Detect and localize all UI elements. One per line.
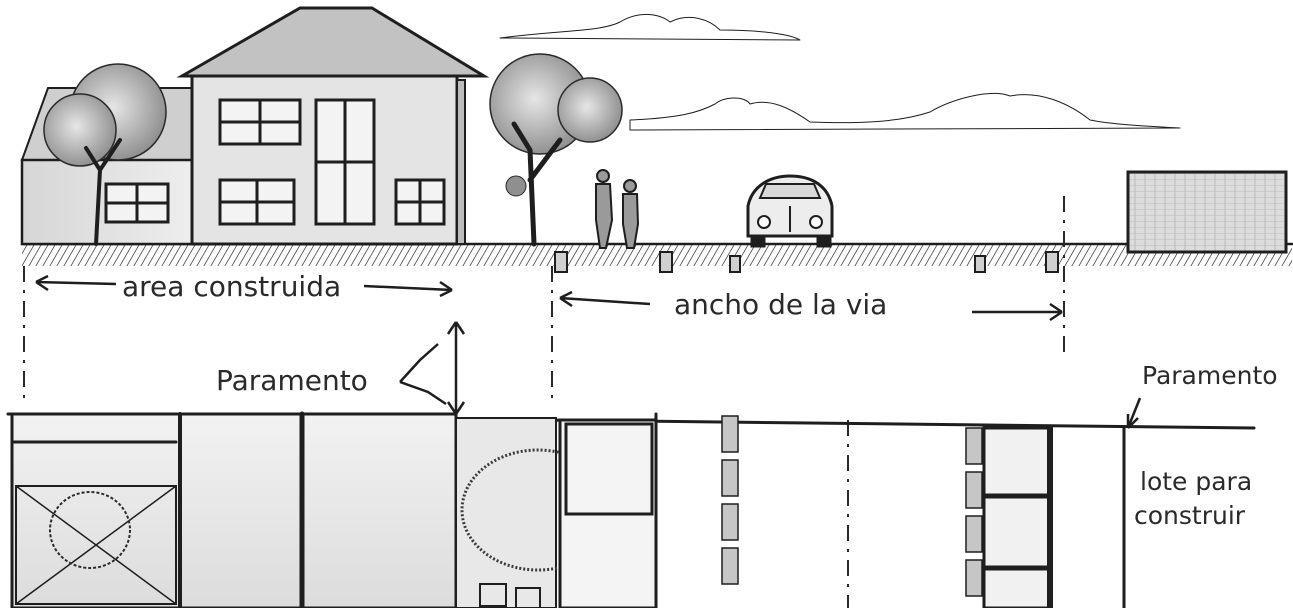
house-windows <box>104 98 446 226</box>
two-people <box>595 169 640 249</box>
reference-lines <box>23 196 1065 608</box>
curbs <box>554 251 1059 273</box>
label-area-construida: area construida <box>122 270 341 303</box>
label-lote-line1: lote para <box>1140 467 1252 496</box>
label-lote-line2: construir <box>1134 501 1246 530</box>
plan-view <box>6 411 1256 608</box>
car <box>746 174 834 248</box>
garage-cross <box>15 485 177 605</box>
label-ancho-de-la-via: ancho de la via <box>674 288 887 321</box>
brick-wall <box>1126 170 1288 254</box>
labels: area construida ancho de la via Parament… <box>122 270 1278 530</box>
ground-hatching <box>20 242 1293 266</box>
curb-blocks <box>721 415 983 597</box>
label-paramento-right: Paramento <box>1142 361 1278 390</box>
tree-right <box>489 53 623 247</box>
tree-left <box>43 63 167 246</box>
clouds <box>499 14 1181 131</box>
label-paramento-left: Paramento <box>216 364 368 397</box>
